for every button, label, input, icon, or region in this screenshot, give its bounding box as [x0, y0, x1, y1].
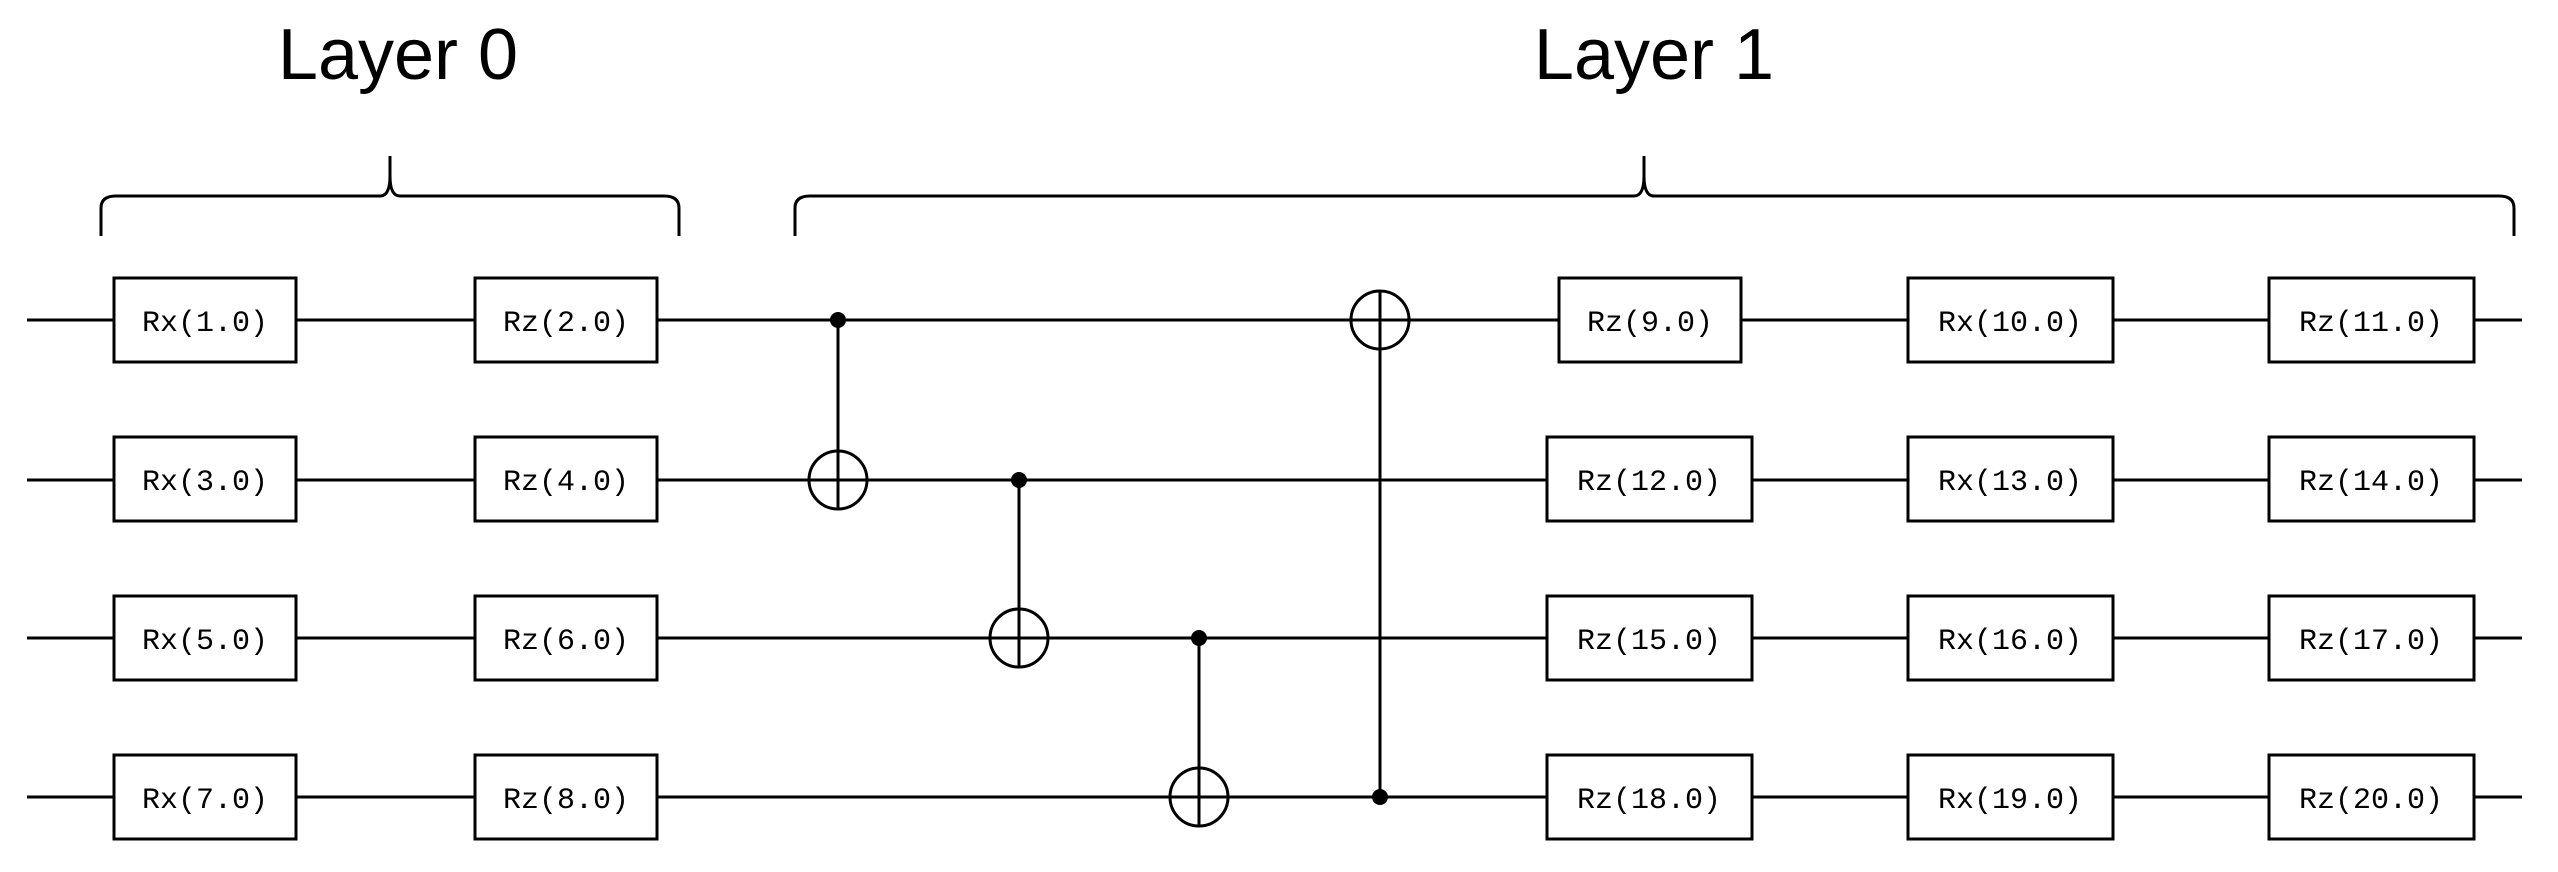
gate-rz-8: Rz(8.0)	[473, 753, 659, 841]
gate-rz-2: Rz(2.0)	[473, 276, 659, 364]
control-dot	[1011, 472, 1027, 488]
gate-rz-6: Rz(6.0)	[473, 594, 659, 682]
gate-rx-19: Rx(19.0)	[1906, 753, 2115, 841]
control-dot	[1372, 789, 1388, 805]
gate-rx-3-label: Rx(3.0)	[142, 466, 268, 500]
gate-rz-17: Rz(17.0)	[2267, 594, 2476, 682]
gate-rx-5: Rx(5.0)	[112, 594, 298, 682]
layer-0-brace	[99, 156, 681, 236]
gate-rx-3: Rx(3.0)	[112, 435, 298, 523]
gate-rz-18-label: Rz(18.0)	[1577, 784, 1721, 818]
gate-rz-12: Rz(12.0)	[1545, 435, 1754, 523]
gate-rz-20: Rz(20.0)	[2267, 753, 2476, 841]
gate-rz-9: Rz(9.0)	[1557, 276, 1743, 364]
gate-rz-20-label: Rz(20.0)	[2299, 784, 2443, 818]
gate-rz-15-label: Rz(15.0)	[1577, 625, 1721, 659]
gate-rx-7-label: Rx(7.0)	[142, 784, 268, 818]
gate-rz-11: Rz(11.0)	[2267, 276, 2476, 364]
cnot-q3-q0	[1349, 289, 1411, 805]
gate-rz-18: Rz(18.0)	[1545, 753, 1754, 841]
layer-1-title: Layer 1	[1534, 15, 1774, 95]
gate-rx-13: Rx(13.0)	[1906, 435, 2115, 523]
gate-rx-10: Rx(10.0)	[1906, 276, 2115, 364]
gate-rx-19-label: Rx(19.0)	[1938, 784, 2082, 818]
control-dot	[830, 312, 846, 328]
gate-rz-2-label: Rz(2.0)	[503, 307, 629, 341]
gate-rz-11-label: Rz(11.0)	[2299, 307, 2443, 341]
gate-rz-14: Rz(14.0)	[2267, 435, 2476, 523]
gate-rx-1-label: Rx(1.0)	[142, 307, 268, 341]
gate-rx-1: Rx(1.0)	[112, 276, 298, 364]
gate-rx-7: Rx(7.0)	[112, 753, 298, 841]
gate-rz-4: Rz(4.0)	[473, 435, 659, 523]
gate-rz-14-label: Rz(14.0)	[2299, 466, 2443, 500]
gate-rz-17-label: Rz(17.0)	[2299, 625, 2443, 659]
layer-0-title: Layer 0	[278, 15, 518, 95]
gate-rz-9-label: Rz(9.0)	[1587, 307, 1713, 341]
gate-rx-5-label: Rx(5.0)	[142, 625, 268, 659]
control-dot	[1191, 630, 1207, 646]
cnot-q2-q3	[1168, 630, 1230, 828]
gate-rz-15: Rz(15.0)	[1545, 594, 1754, 682]
gate-rx-16: Rx(16.0)	[1906, 594, 2115, 682]
layer-1-brace	[793, 156, 2516, 236]
gate-rz-4-label: Rz(4.0)	[503, 466, 629, 500]
gate-rx-16-label: Rx(16.0)	[1938, 625, 2082, 659]
gate-rz-6-label: Rz(6.0)	[503, 625, 629, 659]
gate-rx-13-label: Rx(13.0)	[1938, 466, 2082, 500]
cnot-q1-q2	[988, 472, 1050, 669]
cnot-q0-q1	[807, 312, 869, 511]
gate-rz-12-label: Rz(12.0)	[1577, 466, 1721, 500]
gate-rx-10-label: Rx(10.0)	[1938, 307, 2082, 341]
gate-rz-8-label: Rz(8.0)	[503, 784, 629, 818]
